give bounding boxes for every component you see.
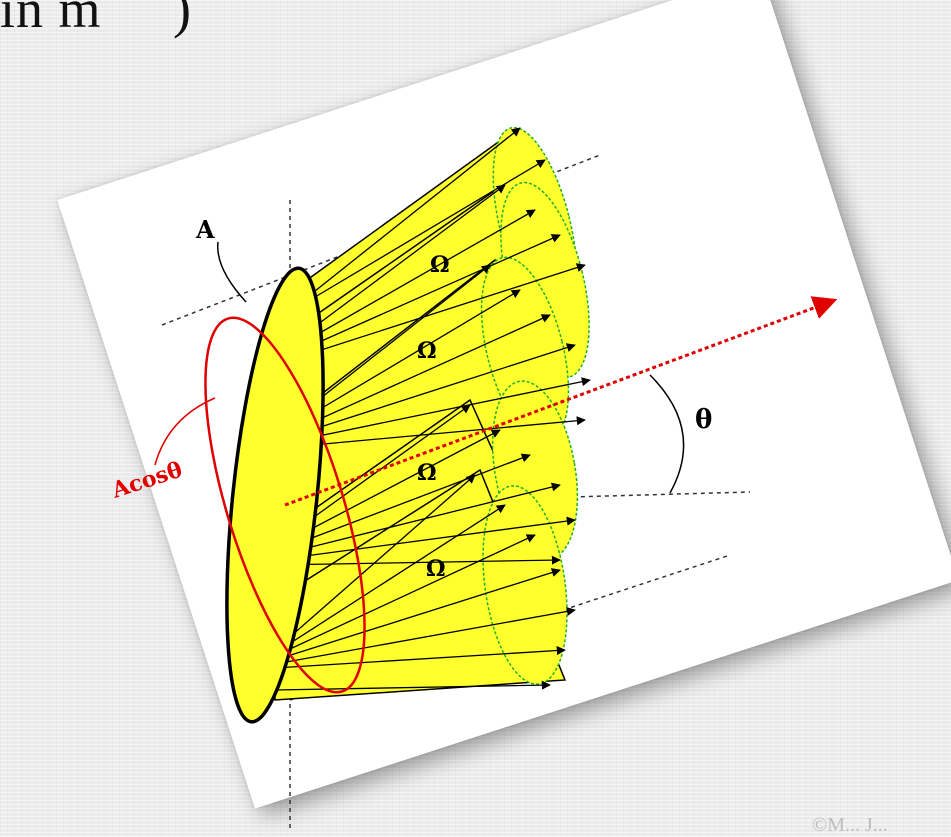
- projected-area-ellipse: [204, 316, 366, 694]
- cone-end-ellipses: [480, 126, 590, 685]
- emitting-surface: [225, 266, 325, 724]
- label-solid-angle-4: Ω: [426, 556, 446, 582]
- copyright-notice: ©M... J...: [812, 814, 888, 836]
- angle-arc: [649, 374, 685, 494]
- label-angle: θ: [695, 405, 712, 435]
- label-area: A: [195, 215, 215, 244]
- label-solid-angle-3: Ω: [417, 460, 437, 486]
- slide-heading-fragment: in m ): [0, 0, 192, 40]
- heading-text: in m: [0, 0, 102, 39]
- projected-area-leader-line: [154, 397, 216, 466]
- label-solid-angle-1: Ω: [430, 252, 450, 278]
- area-leader-line: [217, 241, 247, 303]
- label-projected-area: Acosθ: [108, 457, 186, 504]
- heading-paren: ): [173, 0, 192, 39]
- label-solid-angle-2: Ω: [417, 338, 437, 364]
- ray-arrows: [274, 127, 591, 691]
